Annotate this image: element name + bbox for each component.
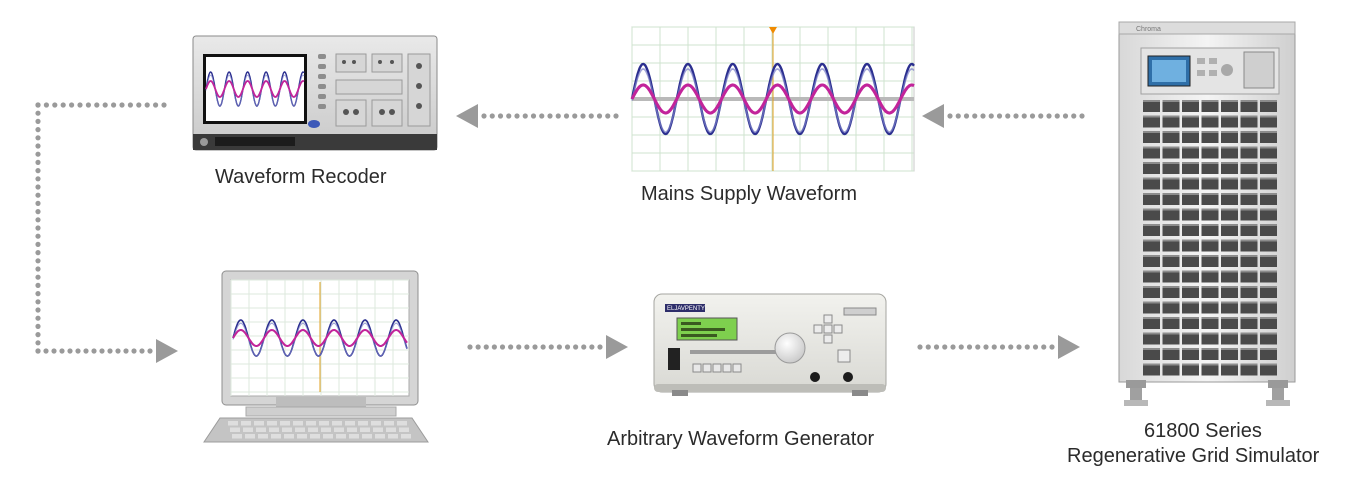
connection-arrows bbox=[35, 102, 1085, 363]
signal-generator-icon: ELJAVPENTY bbox=[653, 293, 887, 396]
cabinet-brand: Chroma bbox=[1136, 26, 1161, 33]
arrow-recorder-to-pc bbox=[35, 102, 178, 363]
label-arbitrary-waveform-generator: Arbitrary Waveform Generator bbox=[607, 428, 875, 450]
computer-icon bbox=[203, 270, 429, 443]
mains-supply-waveform bbox=[630, 62, 915, 136]
arrow-generator-to-simulator bbox=[917, 335, 1080, 359]
oscilloscope-icon bbox=[192, 35, 438, 151]
pc-screen-waveform bbox=[232, 319, 408, 357]
recorder-screen-waveform bbox=[205, 71, 305, 107]
label-waveform-recorder: Waveform Recoder bbox=[215, 166, 387, 188]
grid-simulator-cabinet-icon: Chroma bbox=[1118, 21, 1296, 406]
arrow-mains-to-recorder bbox=[456, 104, 619, 128]
generator-brand: ELJAVPENTY bbox=[667, 306, 705, 312]
mains-waveform-plot bbox=[630, 26, 915, 172]
arrow-pc-to-generator bbox=[467, 335, 628, 359]
label-mains-supply-waveform: Mains Supply Waveform bbox=[641, 183, 857, 205]
label-simulator-name: Regenerative Grid Simulator bbox=[1067, 445, 1320, 467]
label-simulator-series: 61800 Series bbox=[1144, 420, 1262, 442]
arrow-simulator-to-mains bbox=[922, 104, 1085, 128]
